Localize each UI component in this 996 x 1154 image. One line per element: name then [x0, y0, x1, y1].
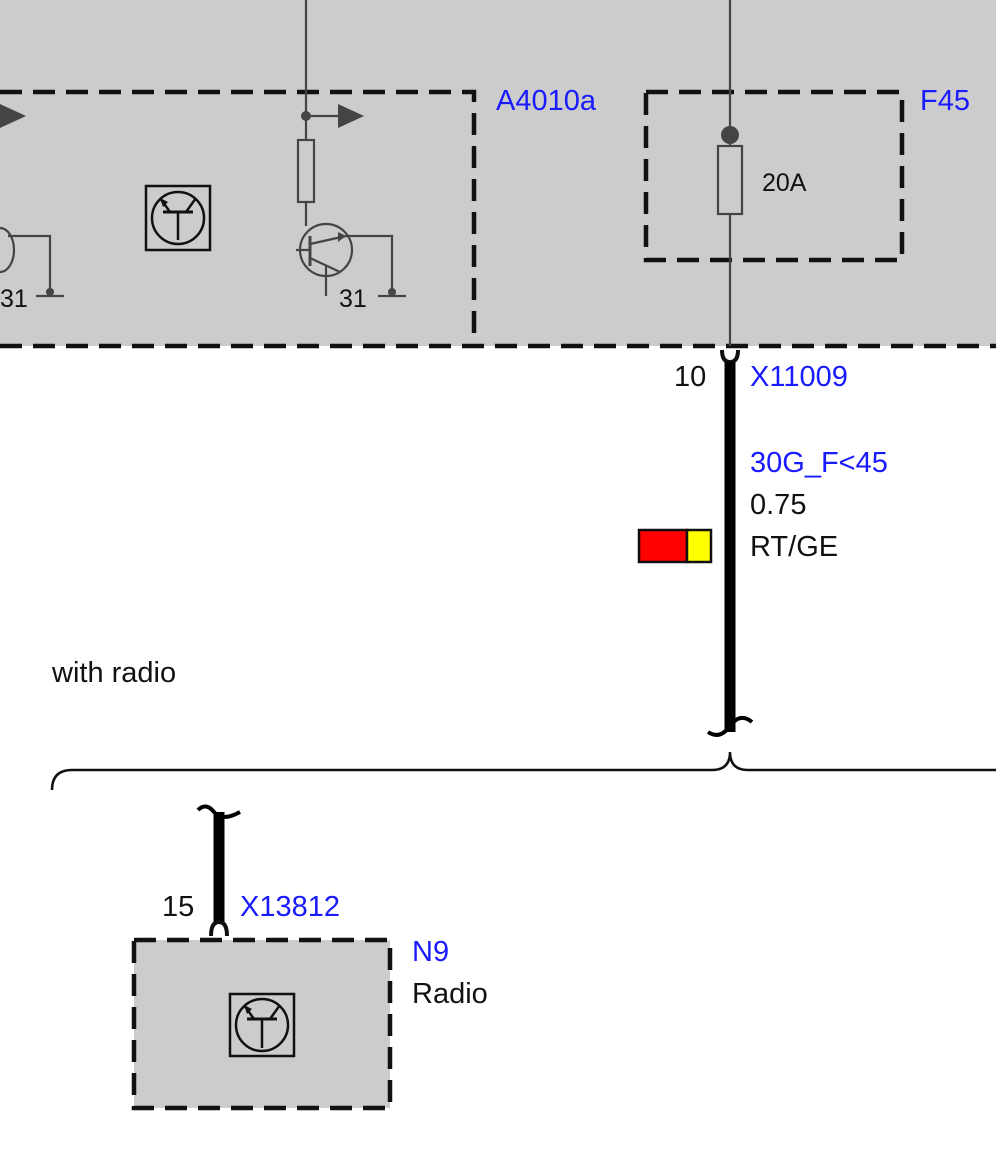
connector-lower-code: X13812 — [240, 891, 340, 923]
ground-label-left: 31 — [0, 285, 28, 313]
radio-transistor-icon — [228, 992, 296, 1058]
main-wire: 30G_F<45 0.75 RT/GE — [637, 362, 888, 737]
wire-cross-section: 0.75 — [750, 489, 806, 521]
fuse-rating-label: 20A — [762, 169, 807, 197]
wire-break-icon — [706, 715, 754, 737]
fuse-code-label: F45 — [920, 85, 970, 117]
radio-module-boundary — [131, 937, 393, 1111]
main-module-background — [0, 0, 996, 346]
option-brace — [50, 751, 996, 791]
connector-lower: 15 X13812 — [162, 891, 340, 937]
radio-module-code: N9 — [412, 936, 449, 968]
ground-label-right: 31 — [339, 285, 367, 313]
output-arrow-icon-left — [0, 104, 26, 128]
wire-signal-label: 30G_F<45 — [750, 447, 888, 479]
radio-wire — [196, 804, 241, 922]
option-label: with radio — [51, 657, 176, 689]
fuse-junction-dot — [721, 126, 739, 144]
radio-module: N9 Radio — [131, 936, 488, 1111]
connector-upper: 10 X11009 — [674, 349, 848, 393]
connector-lower-socket-icon — [209, 919, 229, 937]
wire-color-swatch — [637, 528, 713, 564]
output-stage-circuit — [296, 0, 364, 226]
a4010a-boundary — [0, 89, 477, 346]
fuse-boundary — [643, 89, 905, 263]
main-module-block: A4010a 31 — [0, 0, 996, 349]
resistor-icon — [296, 138, 316, 204]
connector-upper-socket-icon — [720, 349, 740, 365]
radio-module-name: Radio — [412, 978, 488, 1010]
transistor-icon-left — [0, 226, 64, 298]
wire-color-red — [637, 528, 689, 564]
connector-lower-pin: 15 — [162, 891, 194, 923]
wire-color-code: RT/GE — [750, 531, 838, 563]
wire-color-yellow — [685, 528, 713, 564]
output-arrow-icon — [338, 104, 364, 128]
connector-upper-code: X11009 — [750, 361, 848, 393]
fuse-icon — [716, 144, 744, 216]
a4010a-label: A4010a — [496, 85, 597, 117]
connector-upper-pin: 10 — [674, 361, 706, 393]
transistor-box-icon — [144, 184, 212, 252]
transistor-icon-middle — [296, 222, 406, 298]
